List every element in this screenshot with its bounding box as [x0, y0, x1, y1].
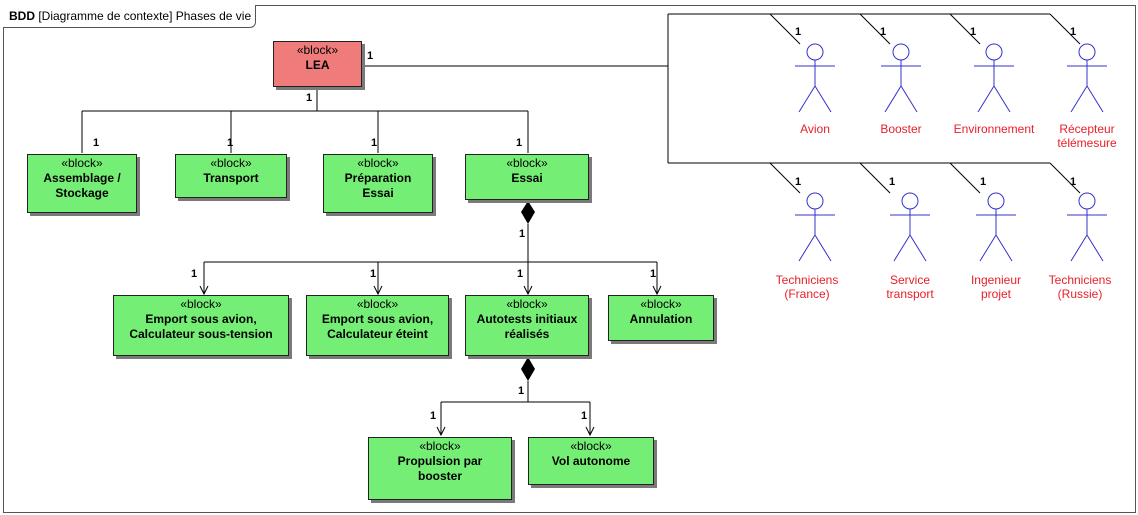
mult-vol: 1 [581, 410, 588, 422]
diagram-frame [3, 5, 1136, 513]
block-name: Essai [511, 171, 543, 185]
actor-ingenieur-icon [976, 192, 1016, 262]
actor-recepteur-icon [1067, 43, 1107, 113]
stereotype-label: «block» [61, 156, 103, 170]
block-name: Propulsion par booster [397, 454, 483, 483]
mult-propulsion: 1 [430, 410, 437, 422]
frame-header: BDD [Diagramme de contexte] Phases de vi… [3, 5, 257, 28]
actor-service-icon [890, 192, 930, 262]
mult-actor-tech-ru: 1 [1070, 176, 1077, 188]
mult-essai: 1 [516, 137, 523, 149]
actor-avion-icon [795, 43, 835, 113]
mult-actor-recepteur: 1 [1070, 26, 1077, 38]
stereotype-label: «block» [506, 297, 548, 311]
block-emport-on[interactable]: «block» Emport sous avion, Calculateur s… [113, 295, 289, 356]
actor-environnement-icon [974, 43, 1014, 113]
mult-actor-environnement: 1 [970, 26, 977, 38]
mult-transport: 1 [227, 137, 234, 149]
mult-preparation: 1 [371, 137, 378, 149]
block-essai[interactable]: «block» Essai [465, 154, 589, 200]
block-annulation[interactable]: «block» Annulation [608, 295, 714, 341]
stereotype-label: «block» [180, 297, 222, 311]
block-name: Emport sous avion, Calculateur éteint [321, 312, 434, 341]
stereotype-label: «block» [570, 439, 612, 453]
stereotype-label: «block» [640, 297, 682, 311]
frame-title: [Diagramme de contexte] Phases de vie [38, 9, 252, 23]
composition-diamond-essai [521, 201, 535, 224]
mult-emport-off: 1 [370, 268, 377, 280]
block-name: Annulation [629, 312, 693, 326]
block-name: Autotests initiaux réalisés [476, 312, 578, 341]
block-lea[interactable]: «block» LEA [273, 41, 362, 87]
block-name: Emport sous avion, Calculateur sous-tens… [129, 312, 273, 341]
actor-label-avion: Avion [800, 122, 830, 136]
composition-diamond-autotests [521, 357, 535, 381]
mult-actor-avion: 1 [795, 26, 802, 38]
mult-lea-bottom: 1 [306, 92, 313, 104]
frame-kind: BDD [9, 9, 35, 23]
actor-tech-fr-icon [795, 192, 835, 262]
block-name: Assemblage / Stockage [43, 171, 121, 200]
mult-lea-right: 1 [367, 50, 374, 62]
stereotype-label: «block» [419, 439, 461, 453]
mult-actor-tech-fr: 1 [795, 176, 802, 188]
actor-label-tech-ru: Techniciens (Russie) [1048, 273, 1112, 301]
mult-annulation: 1 [650, 268, 657, 280]
mult-essai-diamond: 1 [519, 228, 526, 240]
stereotype-label: «block» [296, 43, 339, 57]
block-name: Vol autonome [551, 454, 631, 468]
actor-label-environnement: Environnement [953, 122, 1035, 136]
block-name: Transport [203, 171, 259, 185]
mult-assemblage: 1 [93, 137, 100, 149]
block-emport-off[interactable]: «block» Emport sous avion, Calculateur é… [306, 295, 449, 356]
mult-autotests: 1 [517, 268, 524, 280]
actor-label-tech-fr: Techniciens (France) [775, 273, 839, 301]
mult-autotests-diamond: 1 [518, 385, 525, 397]
block-transport[interactable]: «block» Transport [175, 154, 287, 198]
actor-label-recepteur: Récepteur télémesure [1057, 122, 1117, 150]
actor-tech-ru-icon [1067, 192, 1107, 262]
mult-emport-on: 1 [191, 268, 198, 280]
stereotype-label: «block» [357, 156, 399, 170]
stereotype-label: «block» [506, 156, 548, 170]
mult-actor-service: 1 [889, 176, 896, 188]
mult-actor-booster: 1 [880, 26, 887, 38]
block-preparation[interactable]: «block» Préparation Essai [323, 154, 433, 213]
actor-label-ingenieur: Ingenieur projet [970, 273, 1022, 301]
actor-booster-icon [881, 43, 921, 113]
block-name: Préparation Essai [344, 171, 412, 200]
block-assemblage[interactable]: «block» Assemblage / Stockage [27, 154, 137, 213]
block-name: LEA [305, 58, 330, 72]
stereotype-label: «block» [210, 156, 252, 170]
stereotype-label: «block» [356, 297, 399, 311]
block-vol[interactable]: «block» Vol autonome [528, 437, 654, 485]
actor-label-booster: Booster [880, 122, 922, 136]
actor-label-service: Service transport [886, 273, 934, 301]
block-propulsion[interactable]: «block» Propulsion par booster [368, 437, 512, 500]
block-autotests[interactable]: «block» Autotests initiaux réalisés [465, 295, 589, 356]
mult-actor-ingenieur: 1 [980, 176, 987, 188]
